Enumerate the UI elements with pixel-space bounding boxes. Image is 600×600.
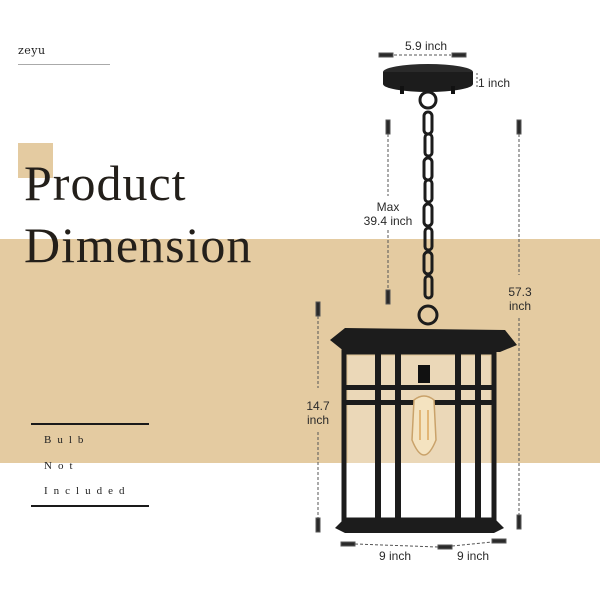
canopy-width-label: 5.9 inch	[404, 39, 448, 53]
lantern-height-label-2: inch	[306, 413, 329, 427]
chain-max-label-2: 39.4 inch	[363, 214, 413, 228]
base-depth-label: 9 inch	[456, 549, 490, 563]
brand-name: zeyu	[18, 44, 46, 57]
chain-max-label-1: Max	[376, 200, 400, 214]
note-line-2: Not	[44, 460, 79, 472]
note-top-rule	[31, 423, 149, 425]
overall-height-label-1: 57.3	[508, 285, 532, 299]
dimension-lines	[315, 52, 522, 550]
base-width-label: 9 inch	[378, 549, 412, 563]
canopy-icon	[383, 64, 473, 94]
lantern-height-label-1: 14.7	[306, 399, 330, 413]
title-line-2: Dimension	[24, 217, 253, 273]
title-line-1: Product	[24, 155, 187, 211]
canopy-height-label: 1 inch	[477, 76, 511, 90]
accent-square	[18, 143, 53, 178]
note-line-3: Included	[44, 485, 131, 497]
note-bottom-rule	[31, 505, 149, 507]
chain-icon	[417, 90, 439, 326]
brand-underline	[18, 64, 110, 65]
note-line-1: Bulb	[44, 434, 90, 446]
overall-height-label-2: inch	[508, 299, 531, 313]
lantern-icon	[330, 328, 517, 533]
